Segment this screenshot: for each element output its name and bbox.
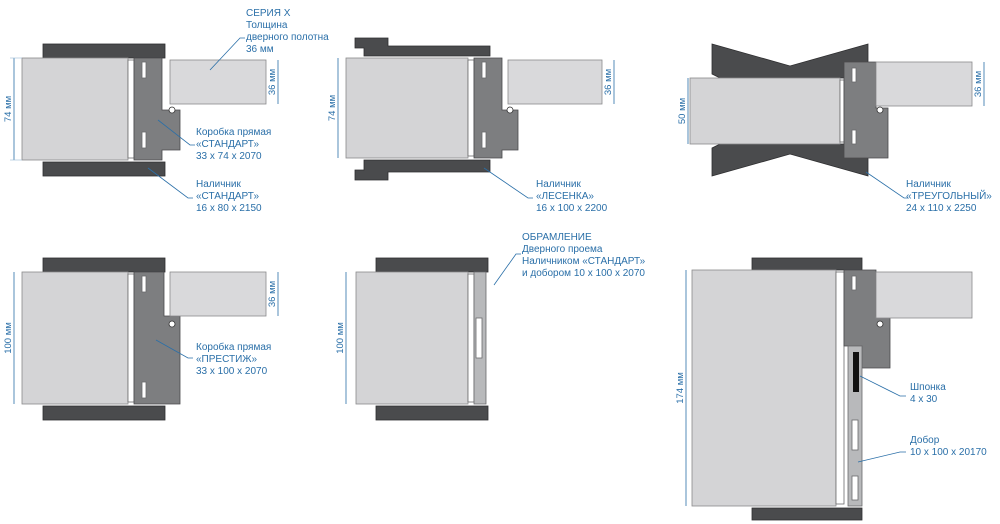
wall [21,271,129,405]
door-leaf [875,61,973,107]
tongue [853,352,859,392]
trim-top [354,37,491,57]
trim-bottom [354,159,491,181]
wall [355,271,469,405]
trim-bottom [375,405,489,421]
dim-36a: 36 мм [267,69,278,95]
door-leaf [169,271,267,317]
wall [689,77,841,145]
svg-text:Шпонка 4 х 30: Шпонка 4 х 30 [910,382,949,405]
panel-framing-100: 100 мм ОБРАМЛЕНИЕ Дверного проема Наличн… [335,232,648,421]
dim-100b: 100 мм [335,322,346,354]
dim-36b: 36 мм [603,69,614,95]
door-leaf [875,271,973,319]
svg-text:Наличник «СТАНДАРТ»: Наличник «СТАНДАРТ» 16 х 80 х 2150 [196,179,262,214]
dim-100a: 100 мм [3,322,14,354]
panel-prestige-100: 100 мм 36 мм Коробка прямая «ПРЕСТИЖ» 33… [3,257,279,421]
svg-text:СЕРИЯ Х Толщина дв: СЕРИЯ Х Толщина дверного полотна 36 мм [246,8,332,55]
seal-icon [506,106,514,114]
seal-icon [168,320,176,328]
wall [345,57,469,159]
door-leaf [169,59,267,105]
panel-standard-74: 74 мм 36 мм СЕРИЯ Х Толщина дверного пол… [3,8,332,214]
trim-top [42,257,166,273]
dim-50: 50 мм [677,98,688,124]
series-title: СЕРИЯ Х [246,8,291,19]
svg-text:Коробка прямая «СТАНДАРТ: Коробка прямая «СТАНДАРТ» 33 х 74 х 2070 [196,126,274,162]
svg-text:Добор 10 х 100 х 20170: Добор 10 х 100 х 20170 [910,434,987,458]
dim-174: 174 мм [675,372,686,404]
panel-ladder-74: 74 мм 36 мм Наличник «ЛЕСЕНКА» 16 х 100 … [327,37,615,214]
seal-icon [168,106,176,114]
wall [21,57,129,161]
seal-icon [876,320,884,328]
svg-text:ОБРАМЛЕНИЕ Дверного прое: ОБРАМЛЕНИЕ Дверного проема Наличником «С… [522,232,648,279]
panel-dobor-174: 174 мм Шпонка 4 х 30 Добор 10 х 100 х 20… [675,257,987,521]
trim-top [42,43,166,59]
gap [127,59,135,159]
trim-bottom [42,405,166,421]
dim-36d: 36 мм [267,281,278,307]
svg-text:Коробка прямая «ПРЕСТИЖ»: Коробка прямая «ПРЕСТИЖ» 33 х 100 х 2070 [196,341,274,377]
dim-36c: 36 мм [973,71,984,97]
trim-bottom [751,507,863,521]
wall [691,269,837,507]
svg-text:Наличник «ЛЕСЕНКА»: Наличник «ЛЕСЕНКА» 16 х 100 х 2200 [536,179,608,214]
svg-text:Наличник «ТРЕУГОЛЬНЫЙ»: Наличник «ТРЕУГОЛЬНЫЙ» 24 х 110 х 2250 [906,179,995,214]
trim-top [375,257,489,273]
seal-icon [876,106,884,114]
panel-triangle-50: 50 мм 36 мм Наличник «ТРЕУГОЛЬНЫЙ» 24 х … [677,43,995,214]
dim-74b: 74 мм [327,95,338,121]
trim-bottom [42,161,166,177]
door-leaf [507,59,603,105]
trim-top [751,257,863,271]
dim-74a: 74 мм [3,96,14,122]
